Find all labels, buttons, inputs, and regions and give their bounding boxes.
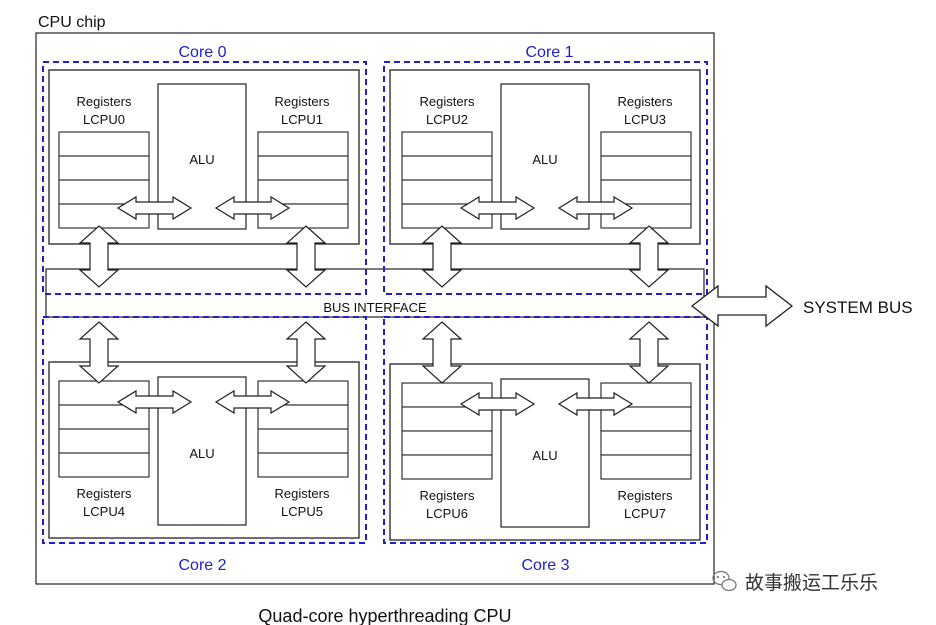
register-right-title: Registers	[618, 488, 673, 503]
bus-arrow-right	[628, 321, 670, 384]
register-row	[58, 428, 150, 454]
register-stack-left	[401, 382, 493, 480]
bus-arrow-left	[78, 225, 120, 288]
bus-interface-label: BUS INTERFACE	[323, 300, 427, 315]
core-border	[42, 316, 367, 544]
register-row	[401, 155, 493, 181]
register-left-title: Registers	[77, 94, 132, 109]
core-label: Core 2	[178, 557, 226, 574]
register-alu-arrow-right	[214, 195, 291, 221]
register-stack-left	[401, 131, 493, 229]
register-left-title: Registers	[420, 94, 475, 109]
register-row	[58, 155, 150, 181]
register-row	[58, 131, 150, 157]
register-row	[600, 430, 692, 456]
register-right-name: LCPU7	[624, 506, 666, 521]
bus-arrow-right	[285, 225, 327, 288]
register-right-title: Registers	[275, 94, 330, 109]
core-border	[383, 61, 708, 295]
bus-arrow-left	[421, 321, 463, 384]
alu-label: ALU	[532, 448, 557, 463]
register-row	[600, 155, 692, 181]
register-alu-arrow-left	[116, 195, 193, 221]
register-alu-arrow-left	[459, 195, 536, 221]
register-row	[58, 452, 150, 478]
core-label: Core 3	[521, 557, 569, 574]
register-right-title: Registers	[618, 94, 673, 109]
watermark-text: 故事搬运工乐乐	[745, 572, 878, 594]
register-left-name: LCPU4	[83, 504, 125, 519]
register-right-name: LCPU5	[281, 504, 323, 519]
register-alu-arrow-right	[557, 195, 634, 221]
system-bus-label: SYSTEM BUS	[803, 298, 913, 317]
register-row	[600, 454, 692, 480]
core-label: Core 0	[178, 44, 226, 61]
register-right-title: Registers	[275, 486, 330, 501]
register-row	[257, 131, 349, 157]
register-left-title: Registers	[420, 488, 475, 503]
bus-arrow-left	[421, 225, 463, 288]
bus-arrow-right	[628, 225, 670, 288]
register-alu-arrow-left	[116, 389, 193, 415]
system-bus-arrow	[690, 284, 794, 328]
bus-arrow-left	[78, 321, 120, 384]
register-left-name: LCPU2	[426, 112, 468, 127]
register-right-name: LCPU3	[624, 112, 666, 127]
cpu-chip-label: CPU chip	[38, 14, 106, 31]
register-row	[257, 452, 349, 478]
register-left-title: Registers	[77, 486, 132, 501]
register-stack-right	[600, 382, 692, 480]
wechat-icon	[712, 570, 737, 592]
register-row	[401, 131, 493, 157]
register-alu-arrow-left	[459, 391, 536, 417]
alu-label: ALU	[189, 152, 214, 167]
diagram-caption: Quad-core hyperthreading CPU	[258, 606, 511, 625]
alu-label: ALU	[532, 152, 557, 167]
core-border	[383, 316, 708, 544]
register-alu-arrow-right	[557, 391, 634, 417]
register-right-name: LCPU1	[281, 112, 323, 127]
core-label: Core 1	[525, 44, 573, 61]
register-alu-arrow-right	[214, 389, 291, 415]
register-row	[600, 131, 692, 157]
alu-label: ALU	[189, 446, 214, 461]
register-row	[401, 454, 493, 480]
register-row	[257, 428, 349, 454]
bus-arrow-right	[285, 321, 327, 384]
register-row	[257, 155, 349, 181]
register-left-name: LCPU0	[83, 112, 125, 127]
core-border	[42, 61, 367, 295]
register-row	[401, 430, 493, 456]
register-left-name: LCPU6	[426, 506, 468, 521]
